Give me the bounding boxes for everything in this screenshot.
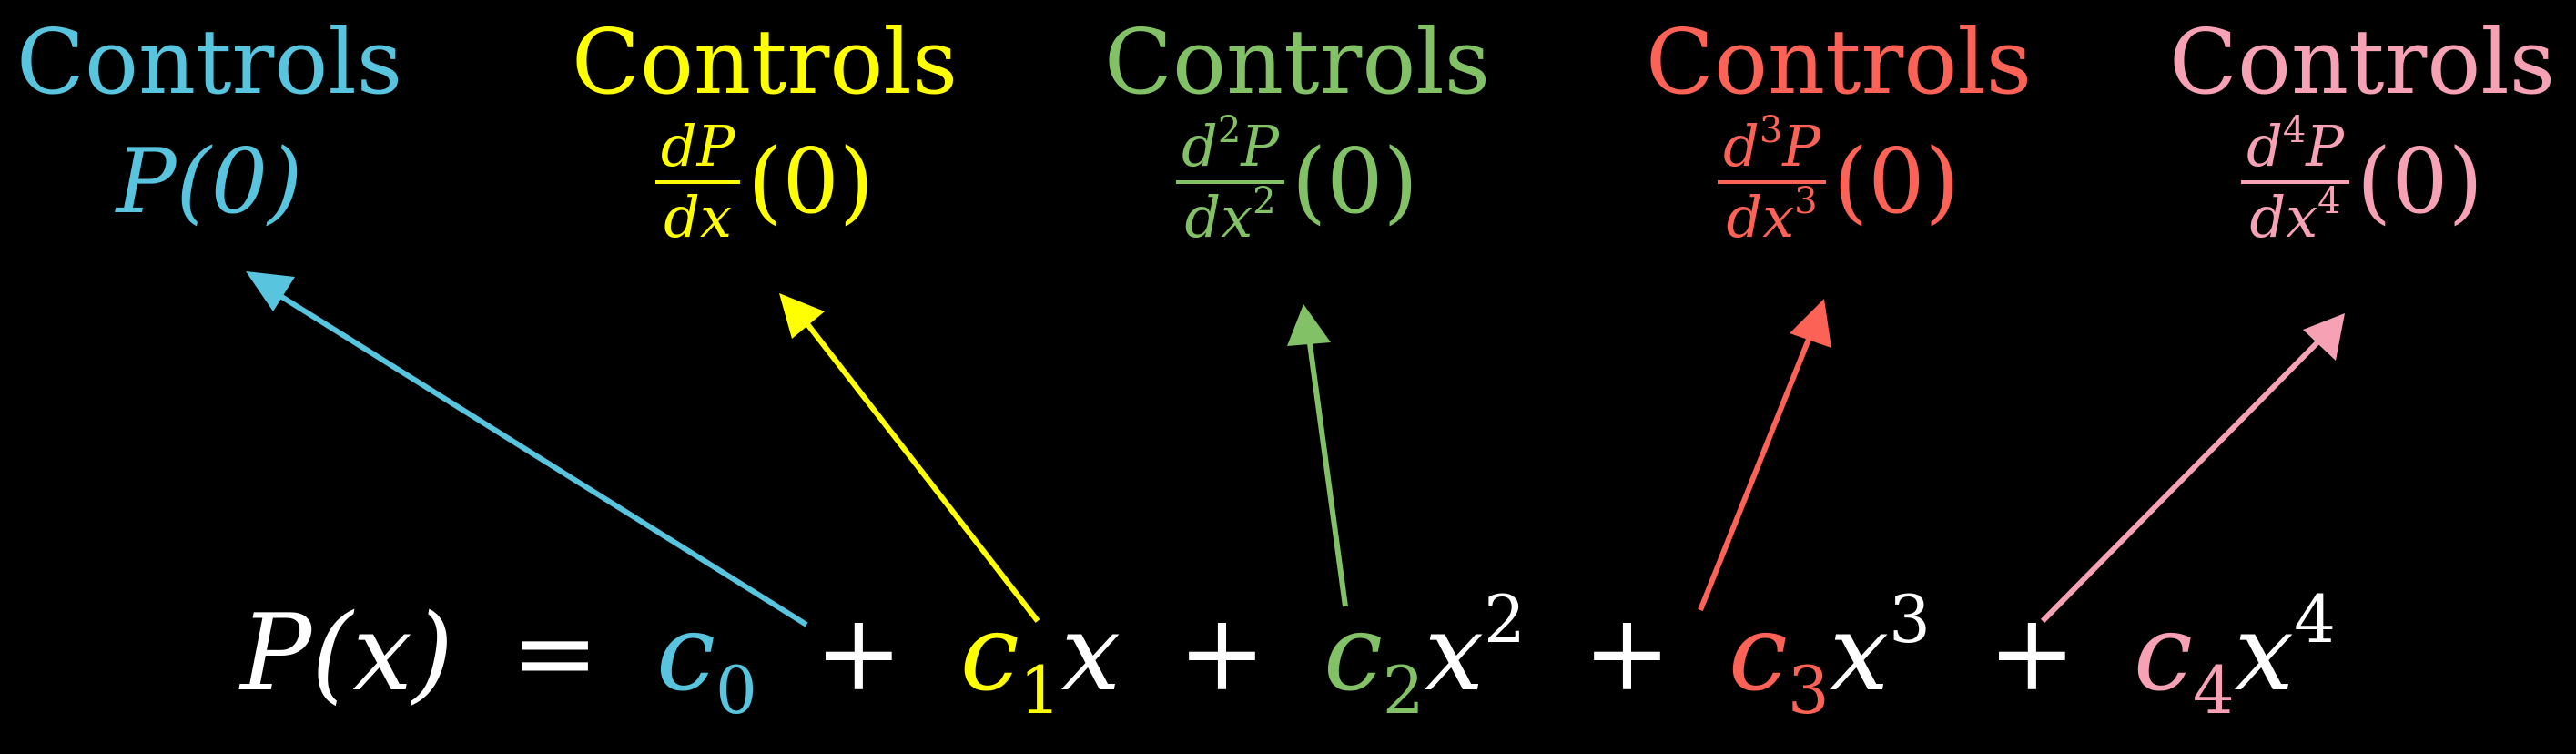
plus-sign: +	[1177, 592, 1267, 715]
label-expression: d2P dx2 (0)	[1088, 112, 1506, 246]
arrow-c3-head	[1790, 299, 1831, 348]
evaluated-at-zero: (0)	[1292, 130, 1418, 234]
term-exponent: 4	[2294, 581, 2336, 657]
coefficient-letter: c	[2133, 592, 2193, 715]
plus-sign: +	[1987, 592, 2076, 715]
label-expression: dP dx (0)	[555, 118, 974, 246]
label-second-derivative: Controls d2P dx2 (0)	[1088, 0, 1506, 246]
arrow-c0-shaft	[271, 289, 808, 627]
equation-lhs: P(x)	[240, 592, 454, 715]
coefficient-letter: c	[1323, 592, 1383, 715]
term-c1: c1	[959, 592, 1061, 724]
coefficient-subscript: 0	[715, 652, 757, 729]
arrow-c3-to-d3p	[1698, 299, 1831, 612]
fraction-denominator: dx4	[2249, 180, 2341, 250]
arrow-c3-shaft	[1698, 335, 1812, 612]
fraction-bar	[2241, 180, 2350, 184]
evaluated-at-zero: (0)	[2357, 130, 2483, 234]
arrow-c1-head	[779, 293, 825, 339]
label-expression: P(0)	[0, 127, 419, 237]
arrow-c2-to-d2p	[1287, 304, 1348, 607]
term-c0: c0	[656, 592, 757, 724]
coefficient-letter: c	[656, 592, 716, 715]
arrow-c4-head	[2303, 313, 2345, 361]
controls-word: Controls	[16, 11, 402, 115]
label-expression: d3P dx3 (0)	[1629, 112, 2048, 246]
term-exponent: 2	[1484, 581, 1526, 657]
term-variable: x	[1424, 592, 1485, 715]
term-variable: x	[2234, 592, 2295, 715]
label-p-of-zero: Controls P(0)	[0, 0, 419, 237]
derivative-fraction: d4P dx4	[2241, 109, 2350, 250]
evaluated-at-zero: (0)	[747, 130, 875, 234]
plus-sign: +	[1582, 592, 1672, 715]
arrow-c0-head	[246, 271, 295, 311]
plus-sign: +	[814, 592, 903, 715]
fraction-bar	[1176, 180, 1285, 184]
coefficient-subscript: 4	[2192, 652, 2235, 729]
arrow-c2-head	[1287, 304, 1331, 346]
fraction-numerator: dP	[660, 113, 735, 179]
fraction-denominator: dx3	[1726, 180, 1818, 250]
term-variable: x	[1829, 592, 1890, 715]
term-c4: c4	[2133, 592, 2235, 724]
derivative-fraction: d2P dx2	[1176, 109, 1285, 250]
controls-word: Controls	[2169, 11, 2555, 115]
derivative-fraction: dP dx	[654, 113, 741, 250]
p-of-zero-text: P(0)	[116, 130, 303, 234]
fraction-numerator: d3P	[1723, 109, 1821, 179]
label-first-derivative: Controls dP dx (0)	[555, 0, 974, 246]
fraction-denominator: dx2	[1184, 180, 1276, 250]
label-fourth-derivative: Controls d4P dx4 (0)	[2153, 0, 2571, 246]
coefficient-subscript: 2	[1382, 652, 1425, 729]
equals-sign: =	[510, 592, 600, 715]
polynomial-equation: P(x) = c0 + c1x + c2x2 + c3x3 + c4x4	[0, 586, 2576, 723]
fraction-denominator: dx	[664, 184, 732, 250]
term-exponent: 3	[1889, 581, 1931, 657]
arrow-c1-shaft	[802, 319, 1040, 623]
controls-word: Controls	[572, 11, 958, 115]
coefficient-letter: c	[959, 592, 1019, 715]
term-c3: c3	[1728, 592, 1830, 724]
arrow-c1-to-dp	[779, 293, 1040, 623]
coefficient-subscript: 3	[1787, 652, 1830, 729]
label-third-derivative: Controls d3P dx3 (0)	[1629, 0, 2048, 246]
arrow-c4-shaft	[2040, 338, 2322, 624]
arrow-c0-to-p0	[246, 271, 808, 627]
evaluated-at-zero: (0)	[1833, 130, 1960, 234]
coefficient-letter: c	[1728, 592, 1788, 715]
arrow-c2-shaft	[1306, 336, 1348, 607]
fraction-numerator: d2P	[1182, 109, 1280, 179]
derivative-fraction: d3P dx3	[1718, 109, 1827, 250]
coefficient-subscript: 1	[1019, 652, 1061, 729]
controls-word: Controls	[1646, 11, 2032, 115]
fraction-bar	[654, 180, 741, 184]
term-c2: c2	[1323, 592, 1425, 724]
fraction-numerator: d4P	[2246, 109, 2345, 179]
arrow-c4-to-d4p	[2040, 313, 2345, 624]
label-expression: d4P dx4 (0)	[2153, 112, 2571, 246]
controls-word: Controls	[1104, 11, 1490, 115]
term-variable: x	[1060, 592, 1121, 715]
fraction-bar	[1718, 180, 1827, 184]
